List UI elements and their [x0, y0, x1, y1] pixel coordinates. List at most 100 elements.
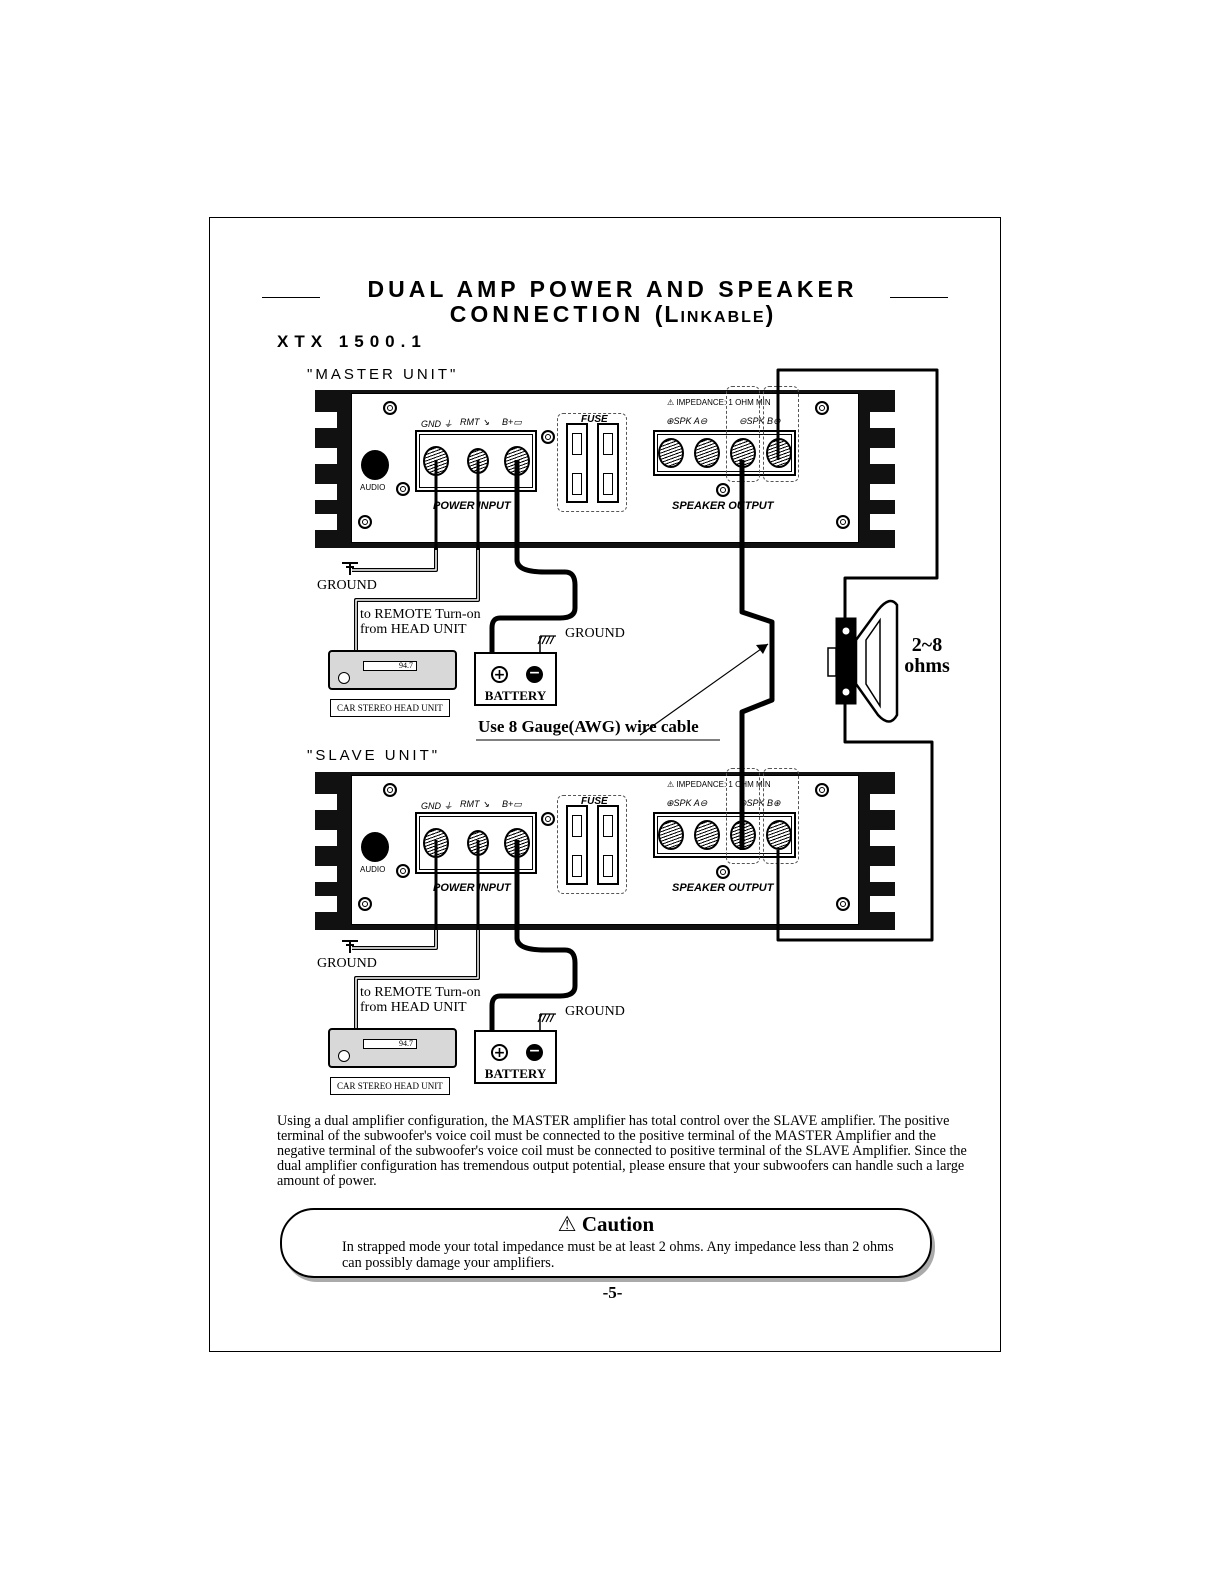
bplus-label: B+▭ — [502, 417, 522, 427]
heatsink-fin — [315, 866, 337, 882]
battery-plus-icon: + — [491, 666, 508, 683]
battery-label: BATTERY — [484, 1066, 547, 1081]
screw-icon — [716, 865, 730, 879]
heatsink-fin — [870, 830, 895, 846]
slave-ground-label: GROUND — [317, 956, 377, 971]
heatsink-fin — [870, 412, 895, 428]
rmt-label: RMT ↘ — [460, 417, 490, 427]
bridge-marker — [726, 768, 760, 864]
bplus-label: B+▭ — [502, 799, 522, 809]
battery-icon: + − BATTERY — [474, 1030, 557, 1084]
remote-line2: from HEAD UNIT — [360, 622, 467, 637]
bplus-terminal — [504, 828, 530, 858]
gnd-terminal — [423, 828, 449, 858]
battery-plus-icon: + — [491, 1044, 508, 1061]
bridge-marker — [763, 768, 799, 864]
screw-icon — [541, 812, 555, 826]
heatsink-fin — [315, 412, 337, 428]
screw-icon — [815, 401, 829, 415]
heatsink-fin — [870, 484, 895, 500]
spk-a-minus-terminal — [694, 438, 720, 468]
slave-unit-label: "SLAVE UNIT" — [307, 747, 441, 764]
heatsink-fin — [870, 448, 895, 464]
ohms-unit: ohms — [904, 655, 950, 677]
head-unit-label: CAR STEREO HEAD UNIT — [330, 699, 450, 717]
screw-icon — [396, 482, 410, 496]
spk-a-plus-terminal — [658, 438, 684, 468]
screw-icon — [836, 515, 850, 529]
wire-gauge-note: Use 8 Gauge(AWG) wire cable — [478, 717, 699, 736]
slave-power-wire — [489, 850, 578, 1030]
screw-icon — [541, 430, 555, 444]
subtitle-main: CONNECTION — [449, 301, 645, 327]
spk-a-minus-terminal — [694, 820, 720, 850]
heatsink-fin — [315, 830, 337, 846]
page-number: -5- — [602, 1283, 623, 1302]
bplus-terminal — [504, 446, 530, 476]
model-name: XTX 1500.1 — [277, 332, 427, 351]
power-input-label: POWER INPUT — [433, 882, 511, 894]
screw-icon — [383, 783, 397, 797]
rmt-terminal — [467, 448, 489, 474]
heatsink-fin — [315, 794, 337, 810]
fuse-icon — [566, 423, 588, 503]
battery-ground-label: GROUND — [565, 626, 625, 641]
caution-title-text: Caution — [581, 1212, 655, 1236]
heatsink-fin — [315, 514, 337, 530]
screw-icon — [358, 897, 372, 911]
remote-line1: to REMOTE Turn-on — [360, 607, 481, 622]
head-unit-icon: 94.7 — [328, 1028, 457, 1068]
ohms-range: 2~8 — [911, 634, 943, 656]
heatsink-fin — [315, 448, 337, 464]
fuse-icon — [597, 423, 619, 503]
knob-icon — [338, 672, 350, 684]
warning-icon: ⚠ — [557, 1212, 577, 1236]
impedance-label: ⚠ IMPEDANCE: 1 OHM MIN — [667, 398, 771, 407]
master-unit-label: "MASTER UNIT" — [307, 366, 459, 383]
speaker-output-label: SPEAKER OUTPUT — [672, 500, 774, 512]
brand-logo: AUDIO — [360, 865, 386, 874]
rmt-label: RMT ↘ — [460, 799, 490, 809]
screw-icon — [383, 401, 397, 415]
screw-icon — [836, 897, 850, 911]
description-paragraph: Using a dual amplifier configuration, th… — [277, 1113, 967, 1189]
speaker-output-label: SPEAKER OUTPUT — [672, 882, 774, 894]
subwoofer-icon — [827, 599, 899, 723]
logo-knob-icon — [361, 832, 389, 862]
subtitle-paren: (Linkable) — [654, 301, 776, 327]
knob-icon — [338, 1050, 350, 1062]
fuse-icon — [566, 805, 588, 885]
page-title: DUAL AMP POWER AND SPEAKER — [367, 276, 858, 302]
battery-minus-icon: − — [526, 1044, 543, 1061]
heatsink-fin — [870, 794, 895, 810]
brand-logo: AUDIO — [360, 483, 386, 492]
screw-icon — [396, 864, 410, 878]
head-unit-icon: 94.7 — [328, 650, 457, 690]
heatsink-fin — [315, 896, 337, 912]
battery-icon: +−BATTERY — [474, 652, 557, 706]
caution-box: ⚠ Caution In strapped mode your total im… — [280, 1208, 932, 1278]
master-amplifier: AUDIO GND ⏚ RMT ↘ B+▭ POWER INPUT FUSE ⚠… — [315, 386, 895, 548]
master-ground-label: GROUND — [317, 578, 377, 593]
page-subtitle: CONNECTION (Linkable) — [0, 301, 1225, 328]
title-rule-left — [262, 297, 320, 298]
slave-amplifier: AUDIO GND ⏚ RMT ↘ B+▭ POWER INPUT FUSE ⚠… — [315, 768, 895, 930]
fuse-label: FUSE — [579, 414, 610, 425]
caution-text: In strapped mode your total impedance mu… — [342, 1239, 894, 1271]
spk-a-plus-terminal — [658, 820, 684, 850]
screw-icon — [716, 483, 730, 497]
heatsink-fin — [315, 484, 337, 500]
battery-label: BATTERY — [484, 688, 547, 703]
screw-icon — [358, 515, 372, 529]
remote-line2: from HEAD UNIT — [360, 1000, 467, 1015]
logo-knob-icon — [361, 450, 389, 480]
gnd-terminal — [423, 446, 449, 476]
spk-a-label: ⊕SPK A⊖ — [666, 416, 708, 426]
gnd-label: GND ⏚ — [421, 419, 453, 429]
head-unit-display: 94.7 — [363, 661, 417, 671]
head-unit-label: CAR STEREO HEAD UNIT — [330, 1077, 450, 1095]
fuse-icon — [597, 805, 619, 885]
title-rule-right — [890, 297, 948, 298]
